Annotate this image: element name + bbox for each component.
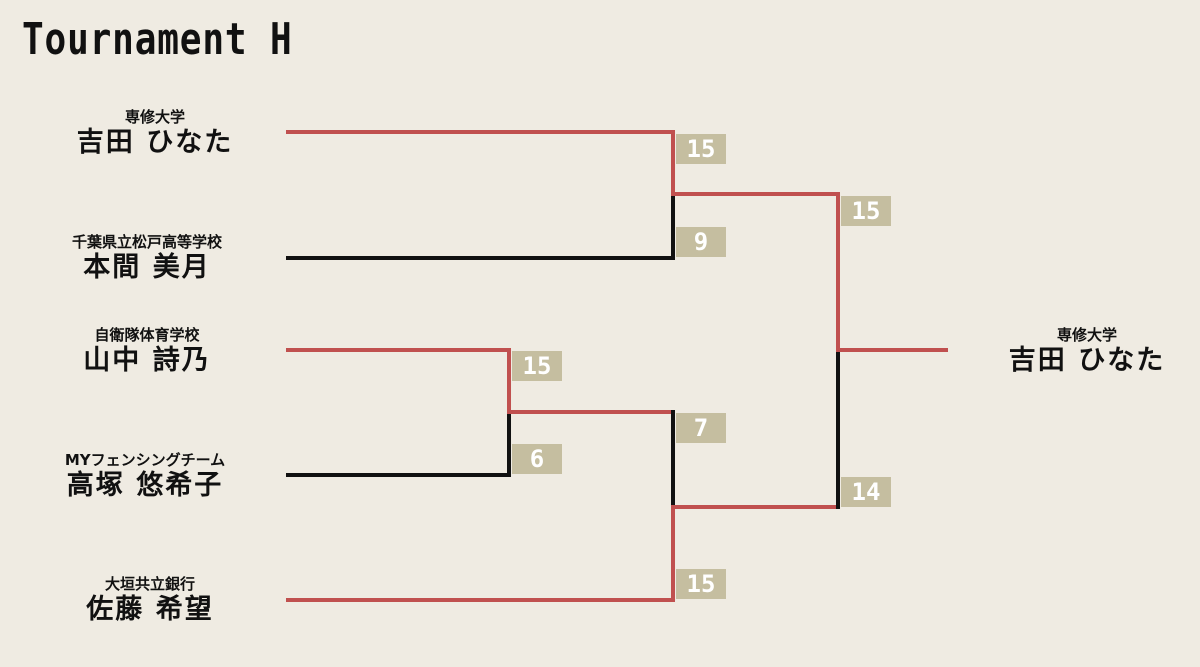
score-badge: 7 [676, 413, 726, 443]
player-organization: 自衛隊体育学校 [94, 326, 200, 344]
score-badge: 6 [512, 444, 562, 474]
champion-entry: 専修大学 吉田 ひなた [952, 326, 1200, 378]
player-organization: 専修大学 [124, 108, 185, 126]
player-entry: 自衛隊体育学校 山中 詩乃 [12, 326, 282, 378]
score-badge: 15 [841, 196, 891, 226]
champion-organization: 専修大学 [1056, 326, 1117, 344]
page-title: Tournament H [22, 14, 293, 65]
score-badge: 15 [676, 134, 726, 164]
score-badge: 15 [512, 351, 562, 381]
score-badge: 9 [676, 227, 726, 257]
score-badge: 14 [841, 477, 891, 507]
player-entry: 専修大学 吉田 ひなた [20, 108, 290, 160]
player-entry: MYフェンシングチーム 高塚 悠希子 [10, 451, 280, 503]
champion-name: 吉田 ひなた [1008, 345, 1166, 376]
player-entry: 大垣共立銀行 佐藤 希望 [15, 575, 285, 627]
player-organization: MYフェンシングチーム [64, 451, 226, 469]
player-name: 山中 詩乃 [83, 345, 211, 376]
player-name: 佐藤 希望 [86, 594, 214, 625]
score-badge: 15 [676, 569, 726, 599]
player-organization: 大垣共立銀行 [104, 575, 195, 593]
player-name: 本間 美月 [83, 252, 211, 283]
player-name: 吉田 ひなた [76, 127, 234, 158]
player-name: 高塚 悠希子 [66, 470, 224, 501]
player-entry: 千葉県立松戸高等学校 本間 美月 [12, 233, 282, 285]
player-organization: 千葉県立松戸高等学校 [71, 233, 222, 251]
